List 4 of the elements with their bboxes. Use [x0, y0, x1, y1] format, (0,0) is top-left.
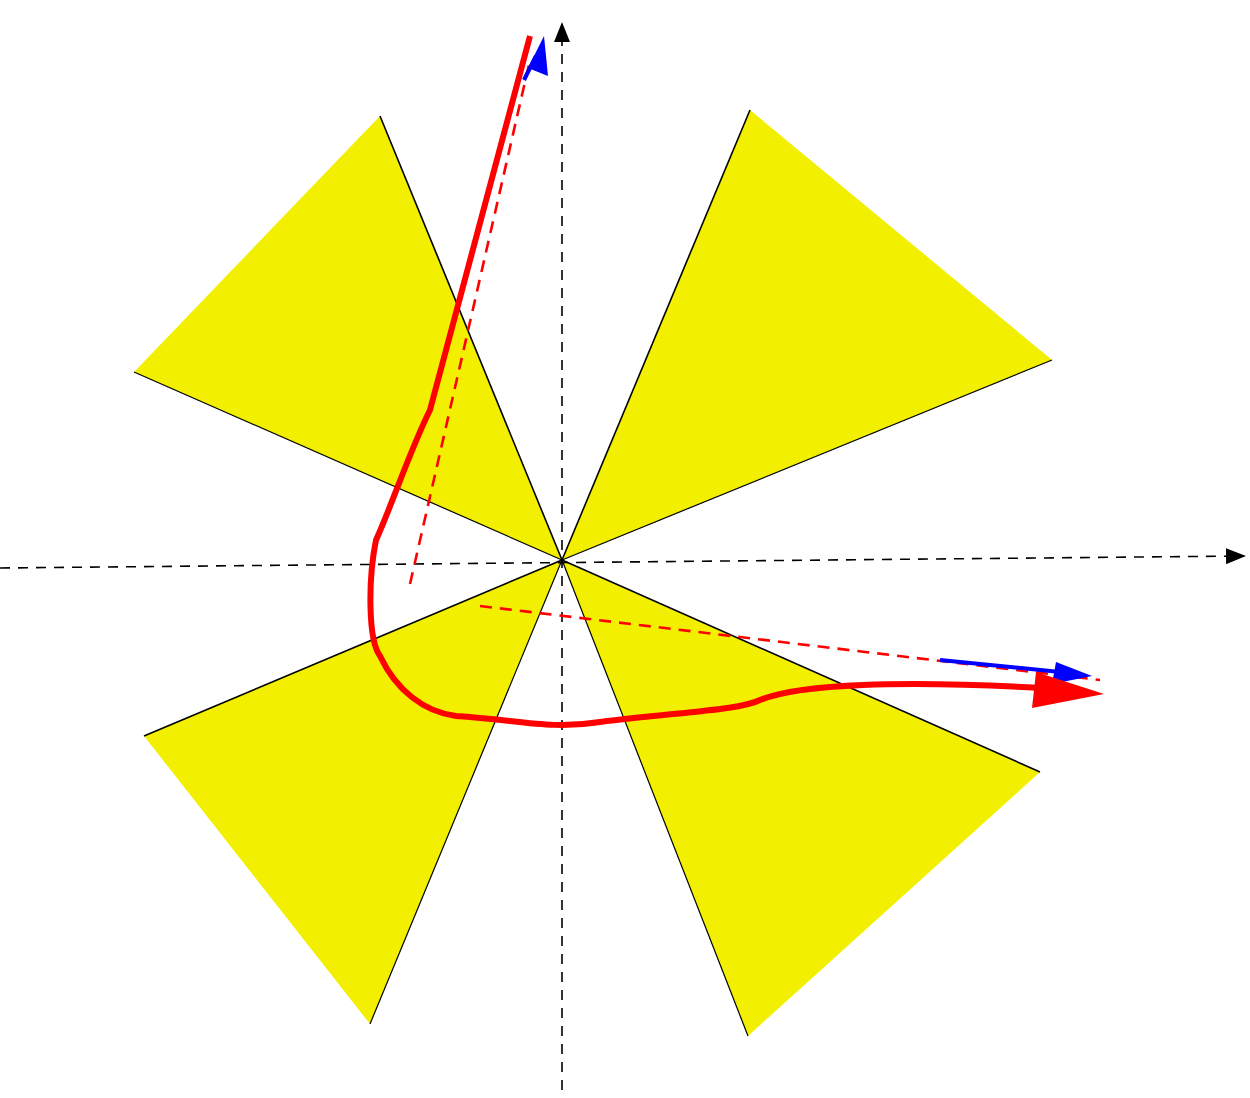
wedge-shape [561, 109, 1053, 561]
wedge-shape [143, 559, 563, 1025]
wedge-shape [133, 115, 563, 561]
wedge-shape [561, 559, 1041, 1037]
